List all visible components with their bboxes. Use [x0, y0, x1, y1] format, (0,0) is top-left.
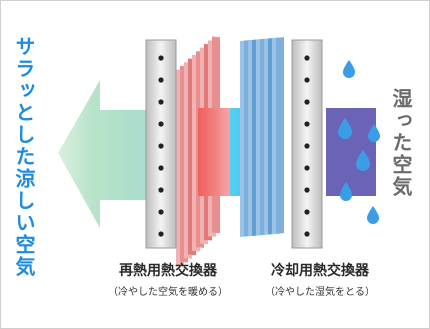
water-drop-icon [340, 182, 352, 201]
water-drop-icon [343, 60, 355, 78]
water-drop-icon [356, 150, 370, 171]
humid-air-label: 湿った空気 [389, 88, 413, 198]
cool-dry-air-label: サラッとした涼しい空気 [12, 36, 36, 278]
reheat-exchanger-title: 再熱用熱交換器 [119, 263, 217, 279]
water-drop-icons [338, 60, 380, 224]
cooling-exchanger-title: 冷却用熱交換器 [271, 263, 369, 279]
reheat-exchanger-subtitle: （冷やした空気を暖める） [108, 287, 228, 298]
reheated-air-flow [198, 108, 230, 196]
cooling-exchanger-subtitle: （冷やした湿気をとる） [265, 287, 375, 298]
humid-air-block [326, 108, 376, 196]
cooling-exchanger-plate [291, 39, 323, 249]
cooling-exchanger-fins [240, 37, 284, 238]
water-drop-icon [368, 124, 380, 142]
cool-air-arrow [58, 80, 150, 228]
water-drop-icon [367, 206, 379, 224]
reheat-exchanger-plate [145, 39, 177, 249]
water-drop-icon [338, 118, 352, 139]
